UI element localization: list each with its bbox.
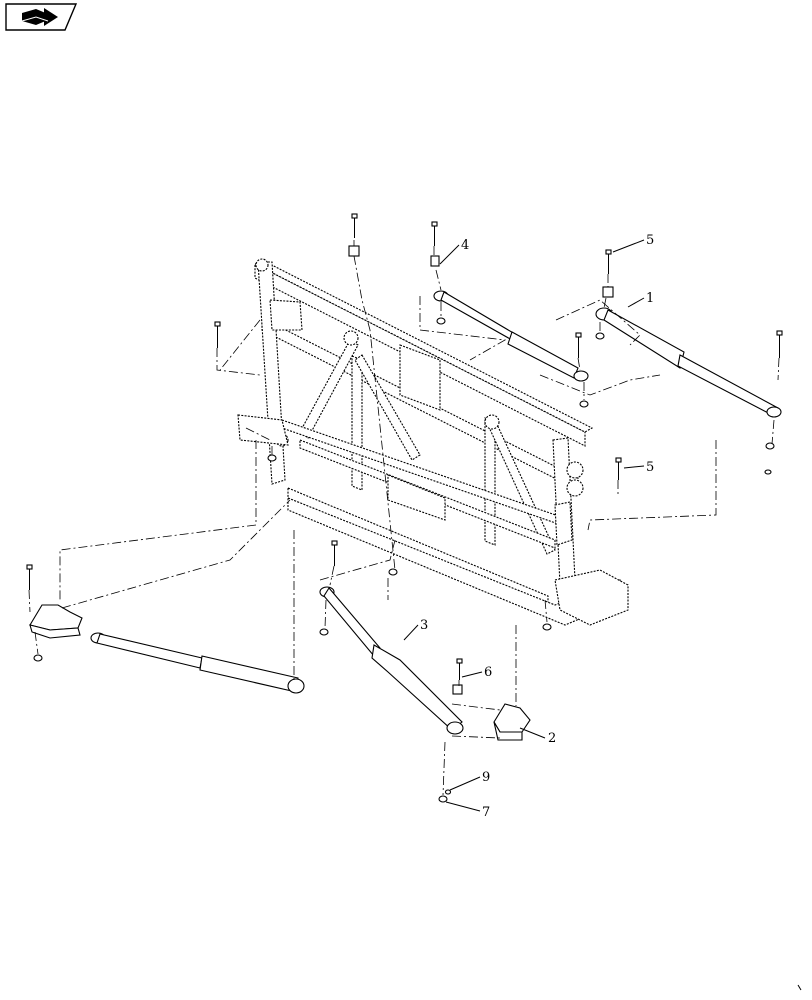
callout-3: 3: [420, 618, 428, 633]
bushing: [348, 245, 360, 257]
bushing: [452, 684, 463, 695]
callout-5-right: 5: [646, 460, 654, 475]
nav-back-button[interactable]: [5, 3, 78, 31]
cylinder-item-4: [433, 290, 589, 382]
bolt: [214, 321, 221, 348]
callout-2: 2: [548, 731, 556, 746]
callout-1: 1: [646, 291, 654, 306]
bolt: [776, 330, 783, 358]
callout-4: 4: [461, 238, 469, 253]
bolt: [456, 658, 463, 680]
callout-9: 9: [482, 770, 490, 785]
boom-frame: [237, 258, 629, 626]
assembly-lines: [28, 240, 780, 796]
callout-5-top: 5: [646, 233, 654, 248]
bolt: [351, 213, 358, 238]
callout-leaders: [403, 239, 645, 812]
nuts: [33, 317, 775, 803]
cylinder-item-1: [595, 307, 782, 418]
cylinder-item-3: [319, 586, 464, 735]
bolt: [331, 540, 338, 566]
bolt: [615, 457, 622, 480]
callout-labels: 4 5 1 5 3 6 2 9 7: [420, 233, 654, 820]
bolt: [26, 564, 33, 590]
callout-7: 7: [482, 805, 490, 820]
bolt: [575, 332, 582, 358]
back-arrow-icon: [21, 8, 58, 26]
cylinder-lower-left: [90, 632, 305, 694]
corner-mark: [797, 984, 802, 991]
bolt: [431, 221, 438, 246]
bushing: [602, 286, 614, 298]
bolt: [605, 249, 612, 274]
callout-6: 6: [484, 665, 492, 680]
bolts: [26, 213, 783, 803]
bushing: [430, 255, 440, 267]
bracket-lower-left: [29, 604, 83, 639]
bracket-item-2: [493, 703, 531, 741]
